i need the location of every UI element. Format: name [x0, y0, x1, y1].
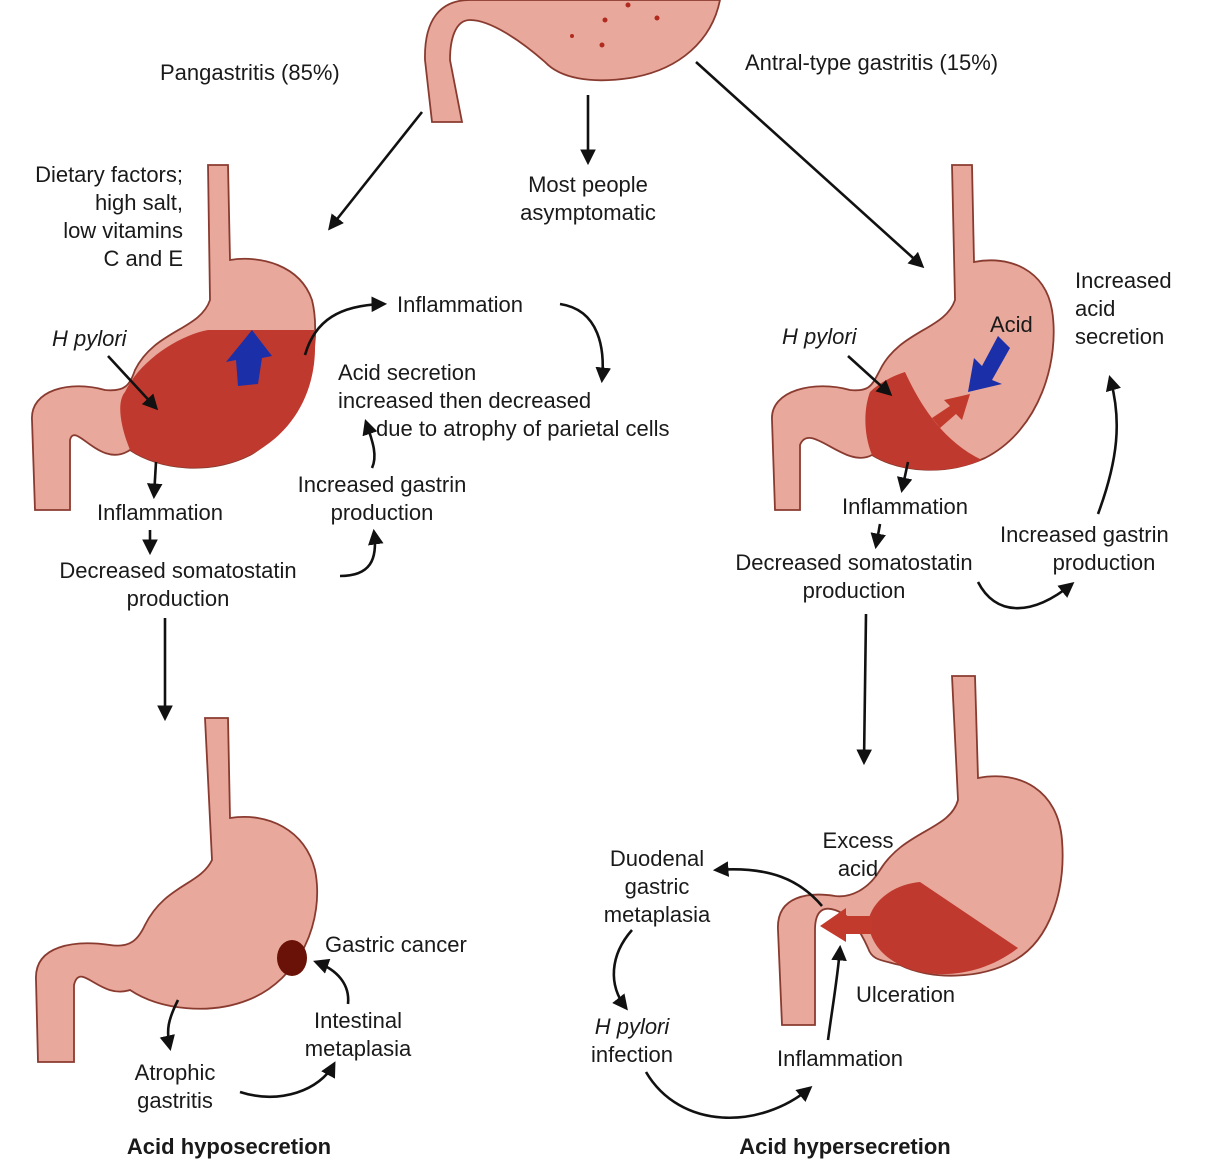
- arrow-inflammation-to-ulceration: [826, 944, 847, 1041]
- increased-acid-line1: Increased: [1075, 268, 1172, 293]
- arrow-atrophic-to-metaplasia: [239, 1061, 336, 1099]
- arrow-down-to-hypersecretion: [856, 613, 872, 766]
- decreased-somatostatin-left-line2: production: [127, 586, 230, 611]
- asymptomatic-label-line2: asymptomatic: [520, 200, 656, 225]
- excess-acid-line1: Excess: [823, 828, 894, 853]
- h-pylori-infection-line2: infection: [591, 1042, 673, 1067]
- arrow-infection-to-inflammation: [644, 1071, 813, 1120]
- inflammation-left: Inflammation: [97, 500, 223, 525]
- decreased-somatostatin-right-line1: Decreased somatostatin: [735, 550, 972, 575]
- duodenal-line3: metaplasia: [604, 902, 711, 927]
- acid-hypersecretion-caption: Acid hypersecretion: [739, 1134, 951, 1159]
- acid-label: Acid: [990, 312, 1033, 337]
- blue-up-arrow-icon: [226, 330, 272, 386]
- dietary-line1: Dietary factors;: [35, 162, 183, 187]
- h-pylori-infection-line1: H pylori: [595, 1014, 671, 1039]
- arrow-somatostatin-to-gastrin-left: [339, 528, 384, 578]
- arrow-metaplasia-to-cancer: [313, 958, 350, 1005]
- excess-acid-line2: acid: [838, 856, 878, 881]
- arrow-hpylori-right: [847, 355, 893, 397]
- red-up-arrow-icon: [932, 394, 970, 428]
- top-stomach: [424, 0, 721, 123]
- intestinal-metaplasia-line1: Intestinal: [314, 1008, 402, 1033]
- arrow-somatostatin-to-gastrin-right: [976, 581, 1075, 610]
- arrow-to-antral: [695, 61, 925, 269]
- increased-gastrin-right-line1: Increased gastrin: [1000, 522, 1169, 547]
- acid-secretion-line3: due to atrophy of parietal cells: [376, 416, 670, 441]
- arrow-to-pangastritis: [328, 111, 424, 231]
- arrow-stomach-to-inflammation-right: [896, 461, 913, 494]
- bottom-right-stomach: [777, 675, 1064, 1026]
- increased-acid-line2: acid: [1075, 296, 1115, 321]
- arrow-gastrin-to-acid: [362, 419, 378, 469]
- arrow-duodenal-to-hpylori: [612, 929, 633, 1011]
- ulceration-label: Ulceration: [856, 982, 955, 1007]
- bottom-left-stomach: [35, 717, 319, 1063]
- arrow-inflammation-to-somatostatin-right: [870, 523, 886, 550]
- arrow-stomach-to-inflammation-left: [146, 461, 163, 500]
- decreased-somatostatin-left-line1: Decreased somatostatin: [59, 558, 296, 583]
- h-pylori-left-label: H pylori: [52, 326, 128, 351]
- pangastritis-label: Pangastritis (85%): [160, 60, 340, 85]
- left-stomach-pangastritis: [31, 164, 317, 511]
- dietary-line3: low vitamins: [63, 218, 183, 243]
- arrow-gastrin-to-increased-acid: [1096, 374, 1121, 515]
- increased-gastrin-right-line2: production: [1053, 550, 1156, 575]
- duodenal-line2: gastric: [625, 874, 690, 899]
- increased-gastrin-left-line2: production: [331, 500, 434, 525]
- inflammation-top-left: Inflammation: [397, 292, 523, 317]
- inflammation-right: Inflammation: [842, 494, 968, 519]
- acid-secretion-line2: increased then decreased: [338, 388, 591, 413]
- arrow-stomach-to-atrophic: [159, 999, 180, 1052]
- increased-acid-line3: secretion: [1075, 324, 1164, 349]
- gastric-cancer-spot: [277, 940, 307, 976]
- gastric-cancer-label: Gastric cancer: [325, 932, 467, 957]
- inflammation-bottom-right: Inflammation: [777, 1046, 903, 1071]
- decreased-somatostatin-right-line2: production: [803, 578, 906, 603]
- increased-gastrin-left-line1: Increased gastrin: [298, 472, 467, 497]
- blue-down-arrow-icon: [968, 336, 1010, 392]
- arrow-stomach-to-inflammation: [303, 296, 388, 356]
- h-pylori-right-label: H pylori: [782, 324, 858, 349]
- arrow-hpylori-left: [107, 355, 159, 411]
- dietary-line4: C and E: [104, 246, 184, 271]
- antral-gastritis-label: Antral-type gastritis (15%): [745, 50, 998, 75]
- intestinal-metaplasia-line2: metaplasia: [305, 1036, 412, 1061]
- atrophic-gastritis-line2: gastritis: [137, 1088, 213, 1113]
- asymptomatic-label-line1: Most people: [528, 172, 648, 197]
- duodenal-line1: Duodenal: [610, 846, 704, 871]
- acid-secretion-line1: Acid secretion: [338, 360, 476, 385]
- dietary-line2: high salt,: [95, 190, 183, 215]
- acid-hyposecretion-caption: Acid hyposecretion: [127, 1134, 331, 1159]
- red-left-arrow-icon: [820, 908, 872, 942]
- atrophic-gastritis-line1: Atrophic: [135, 1060, 216, 1085]
- right-stomach-antral: [771, 164, 1055, 511]
- arrow-excess-acid-to-duodenal: [712, 861, 823, 907]
- arrow-inflammation-down: [559, 302, 611, 384]
